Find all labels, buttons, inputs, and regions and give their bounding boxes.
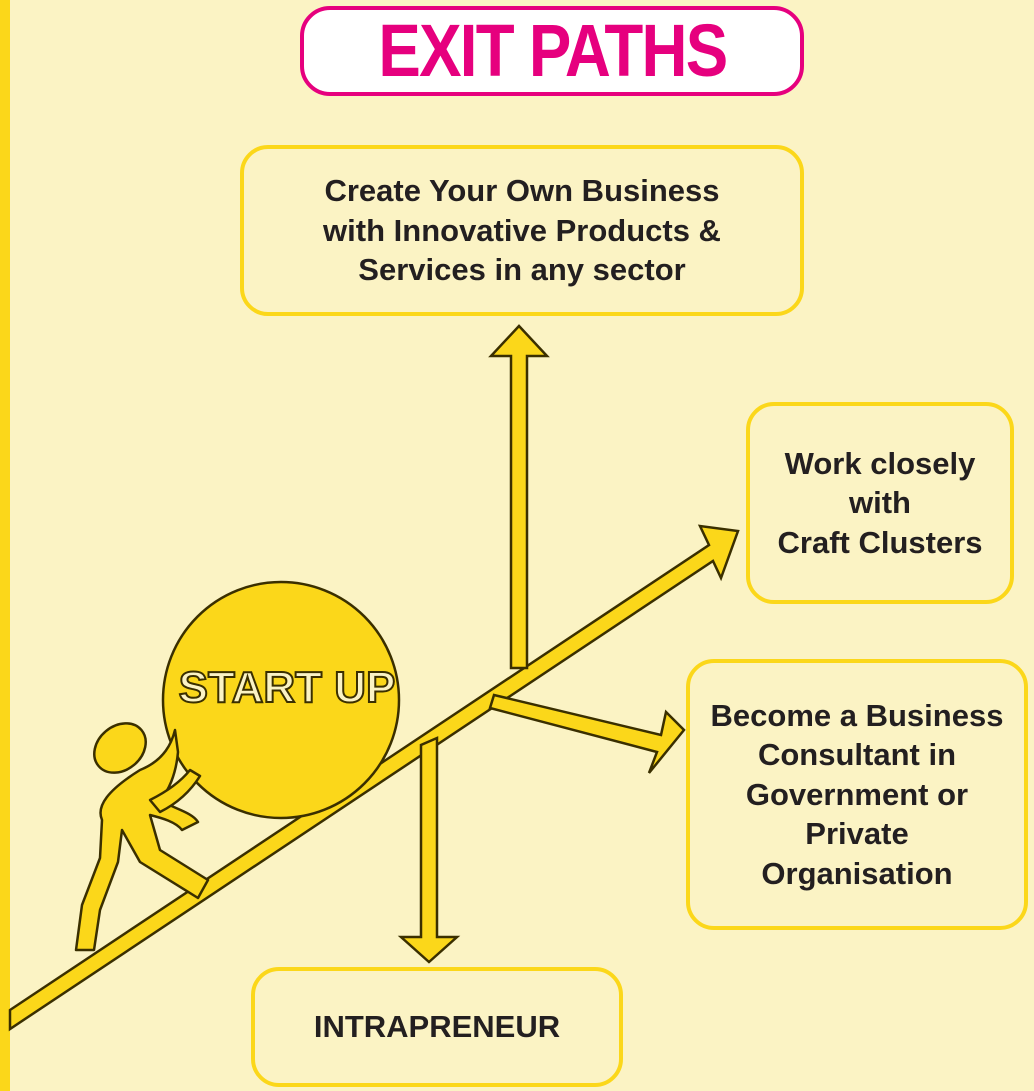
path-box-business-consultant: Become a Business Consultant in Governme… (686, 659, 1028, 930)
left-edge-bar (0, 0, 10, 1091)
start-up-boulder (161, 580, 401, 820)
arrow-right-lower (488, 693, 686, 774)
arrow-down (397, 736, 461, 964)
path-box-own-business: Create Your Own Business with Innovative… (240, 145, 804, 316)
arrow-up (488, 324, 550, 670)
pushing-figure-icon (74, 722, 210, 952)
slope-arrow (8, 524, 740, 1032)
start-up-label: START UP (179, 663, 396, 712)
path-box-craft-clusters: Work closely with Craft Clusters (746, 402, 1014, 604)
page-title: EXIT PATHS (377, 9, 728, 92)
title-banner: EXIT PATHS (300, 6, 804, 96)
path-box-intrapreneur: INTRAPRENEUR (251, 967, 623, 1087)
